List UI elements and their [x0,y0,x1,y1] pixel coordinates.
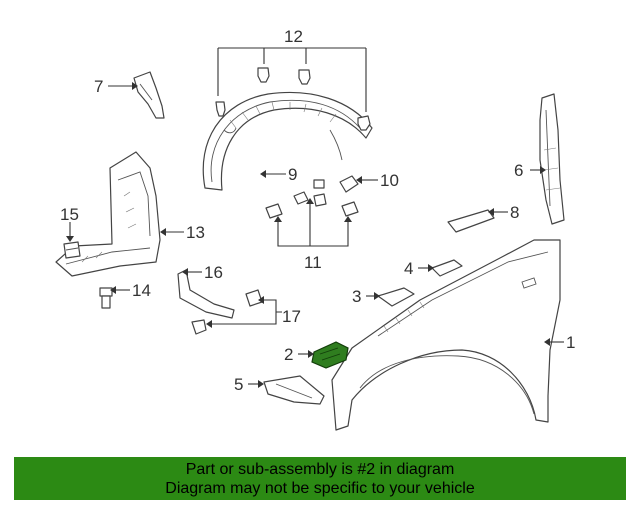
part-12-clips [215,67,371,131]
callout-6-label: 6 [514,161,523,180]
callout-1: 1 [544,333,575,352]
callout-17-label: 17 [282,307,301,326]
callout-7-label: 7 [94,77,103,96]
callout-15: 15 [60,205,79,242]
callout-12: 12 [217,27,367,112]
part-10-bolt [339,175,359,193]
callout-4: 4 [404,259,434,278]
footer-line-2: Diagram may not be specific to your vehi… [165,480,475,497]
callout-10-label: 10 [380,171,399,190]
part-7-bracket [133,71,165,119]
part-3-bracket [377,287,415,307]
callout-12-label: 12 [284,27,303,46]
callout-8: 8 [488,203,519,222]
callout-15-label: 15 [60,205,79,224]
part-14-bolt [99,287,113,309]
callout-5-label: 5 [234,375,243,394]
part-4-bracket [431,259,463,277]
callout-10: 10 [356,171,399,190]
callout-13-label: 13 [186,223,205,242]
part-8-seal [447,209,495,233]
part-6-bracket [539,93,565,225]
callout-17: 17 [206,296,301,328]
callout-13: 13 [160,223,205,242]
callout-1-label: 1 [566,333,575,352]
callout-7: 7 [94,77,138,96]
callout-9: 9 [260,165,297,184]
part-2-highlighted [311,341,349,369]
parts-diagram: 12 7 9 10 11 6 8 15 13 14 16 [55,27,575,431]
part-13-splash-shield [55,151,161,277]
part-11-bolts [265,179,359,219]
callout-16: 16 [182,263,223,282]
callout-3-label: 3 [352,287,361,306]
part-1-fender [331,239,561,431]
callout-6: 6 [514,161,546,180]
part-16-trim [177,269,235,319]
footer-line-1: Part or sub-assembly is #2 in diagram [185,461,455,478]
callout-14: 14 [110,281,151,300]
callout-8-label: 8 [510,203,519,222]
part-9-fender-liner [202,91,373,191]
footer-banner: Part or sub-assembly is #2 in diagram Di… [14,457,626,500]
callout-4-label: 4 [404,259,413,278]
callout-5: 5 [234,375,264,394]
part-5-bracket [263,375,325,405]
callout-11: 11 [274,198,352,272]
part-17-clips [191,289,263,335]
callout-11-label: 11 [304,253,322,272]
callout-16-label: 16 [204,263,223,282]
callout-3: 3 [352,287,380,306]
callout-9-label: 9 [288,165,297,184]
part-15-clip-nut [63,241,81,259]
callout-2: 2 [284,345,314,364]
callout-2-label: 2 [284,345,293,364]
callout-14-label: 14 [132,281,151,300]
